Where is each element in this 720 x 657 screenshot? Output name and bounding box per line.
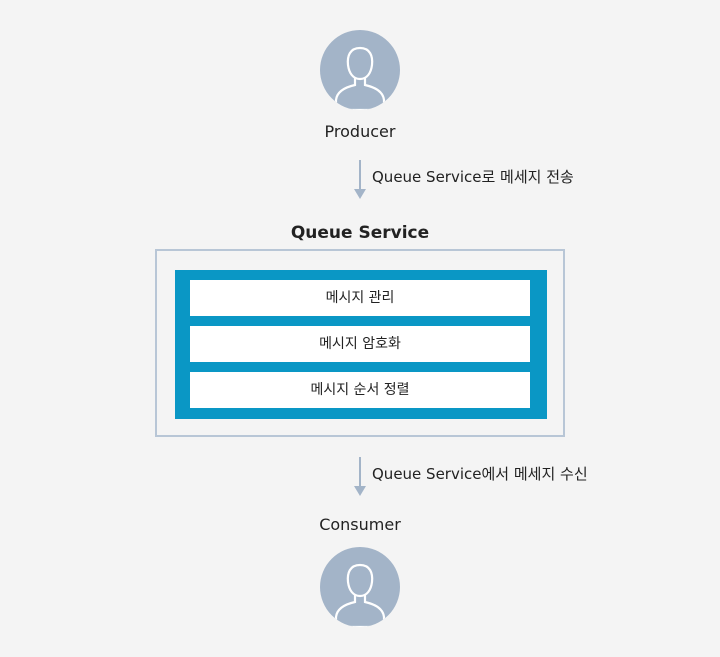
receive-flow-label: Queue Service에서 메세지 수신 (372, 465, 588, 483)
consumer-label: Consumer (319, 515, 401, 534)
service-title: Queue Service (290, 223, 430, 243)
person-icon (334, 46, 386, 110)
queue-service-inner: 메시지 관리 메시지 암호화 메시지 순서 정렬 (175, 270, 547, 419)
feature-message-encryption: 메시지 암호화 (190, 326, 530, 362)
consumer-avatar (320, 547, 400, 627)
producer-avatar (320, 30, 400, 110)
feature-message-ordering: 메시지 순서 정렬 (190, 372, 530, 408)
send-arrow (354, 160, 366, 199)
send-flow-label: Queue Service로 메세지 전송 (372, 168, 574, 186)
feature-message-management: 메시지 관리 (190, 280, 530, 316)
person-icon (334, 563, 386, 627)
producer-label: Producer (324, 122, 396, 141)
receive-arrow (354, 457, 366, 496)
queue-service-box: 메시지 관리 메시지 암호화 메시지 순서 정렬 (155, 249, 565, 437)
